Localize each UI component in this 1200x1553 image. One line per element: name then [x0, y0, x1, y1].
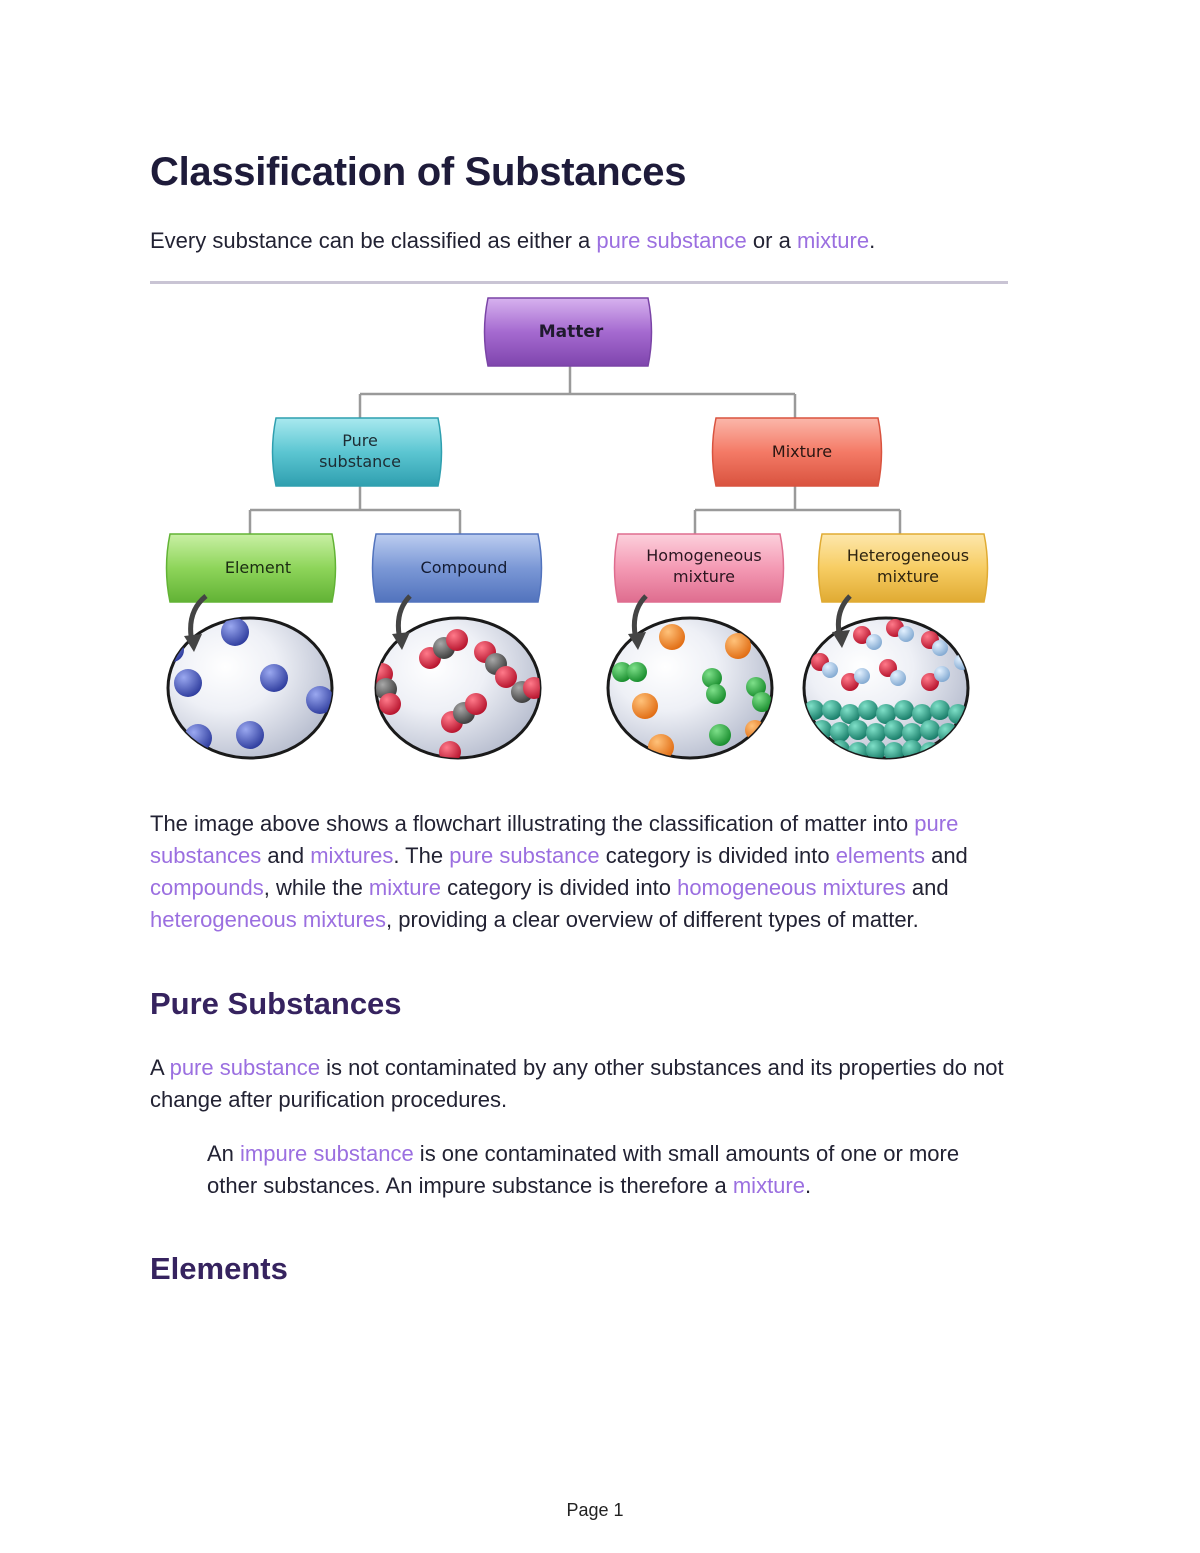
classification-flowchart: Matter Pure substance Mixture Element Co… [165, 297, 989, 760]
compound-particles-illustration [374, 594, 542, 760]
text: . [804, 1173, 812, 1198]
pure-label-line2: substance [319, 452, 401, 471]
text: An [207, 1141, 241, 1166]
compound-label: Compound [421, 558, 508, 577]
heterogeneous-label-line1: Heterogeneous [847, 546, 969, 565]
keyword-link[interactable]: impure substance [240, 1141, 414, 1166]
pure-label-line1: Pure [342, 431, 378, 450]
element-label: Element [225, 558, 291, 577]
text: category is divided into [599, 843, 836, 868]
keyword-link[interactable]: mixtures [310, 843, 394, 868]
homogeneous-node: Homogeneous mixture [613, 533, 785, 603]
page-number: Page 1 [566, 1500, 624, 1520]
flowchart-description: The image above shows a flowchart illust… [150, 808, 1050, 936]
text: . The [393, 843, 450, 868]
heterogeneous-node: Heterogeneous mixture [817, 533, 989, 603]
keyword-link[interactable]: pure substances [150, 811, 959, 868]
text: . [869, 228, 876, 253]
keyword-link[interactable]: heterogeneous mixtures [150, 907, 387, 932]
page-title: Classification of Substances [150, 150, 687, 194]
text: and [924, 843, 968, 868]
element-node: Element [165, 533, 337, 603]
text: The image above shows a flowchart illust… [150, 811, 915, 836]
text: is not contaminated by any other substan… [150, 1055, 1004, 1112]
impure-substance-paragraph: An impure substance is one contaminated … [207, 1138, 1007, 1202]
homogeneous-particles-illustration [606, 594, 774, 760]
heterogeneous-particles-illustration [802, 594, 970, 760]
text: Every substance can be classified as eit… [150, 228, 597, 253]
text: or a [746, 228, 797, 253]
connector-lines [248, 366, 902, 534]
section-heading-pure-substances: Pure Substances [150, 986, 402, 1021]
keyword-link[interactable]: mixture [796, 228, 870, 253]
pure-substance-node: Pure substance [271, 417, 443, 487]
homogeneous-label-line1: Homogeneous [646, 546, 761, 565]
text: A [150, 1055, 170, 1080]
keyword-link[interactable]: pure substance [596, 228, 747, 253]
keyword-link[interactable]: pure substance [169, 1055, 321, 1080]
intro-paragraph: Every substance can be classified as eit… [150, 225, 1090, 257]
keyword-link[interactable]: mixture [368, 875, 442, 900]
pure-substance-paragraph: A pure substance is not contaminated by … [150, 1052, 1040, 1116]
compound-node: Compound [371, 533, 543, 603]
mixture-label: Mixture [772, 442, 832, 461]
text: is one contaminated with small amounts o… [207, 1141, 960, 1198]
heterogeneous-label-line2: mixture [877, 567, 939, 586]
mixture-node: Mixture [711, 417, 883, 487]
matter-label: Matter [539, 322, 604, 342]
text: and [261, 843, 311, 868]
keyword-link[interactable]: pure substance [449, 843, 600, 868]
text: category is divided into [441, 875, 678, 900]
homogeneous-label-line2: mixture [673, 567, 735, 586]
text: , while the [263, 875, 369, 900]
keyword-link[interactable]: mixture [732, 1173, 805, 1198]
text: , providing a clear overview of differen… [386, 907, 919, 932]
keyword-link[interactable]: compounds [150, 875, 264, 900]
text: and [905, 875, 949, 900]
matter-node: Matter [483, 297, 653, 367]
section-heading-elements: Elements [150, 1251, 288, 1286]
divider [150, 281, 1008, 284]
element-particles-illustration [166, 594, 334, 760]
keyword-link[interactable]: homogeneous mixtures [677, 875, 906, 900]
keyword-link[interactable]: elements [835, 843, 925, 868]
